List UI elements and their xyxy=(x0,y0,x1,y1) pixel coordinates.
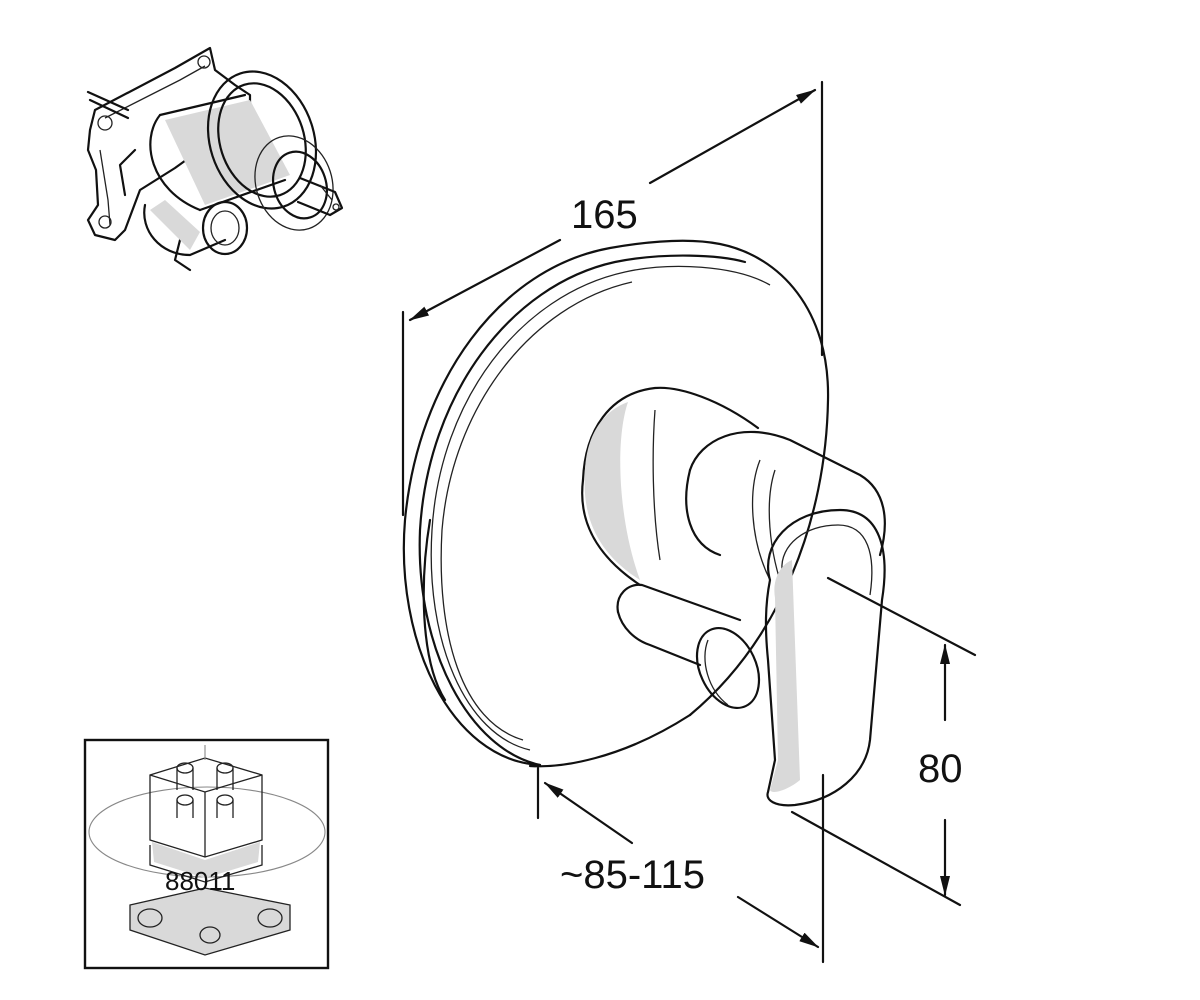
dim-80-extension-top xyxy=(826,576,977,657)
dim-165-arrow-left xyxy=(408,238,562,322)
valve-trim-illustration xyxy=(402,239,886,807)
dim-165-label: 165 xyxy=(571,193,638,237)
inset-box: 88011 xyxy=(83,738,330,970)
rough-in-valve-illustration xyxy=(86,46,344,272)
dim-80-label: 80 xyxy=(918,747,963,791)
inset-part-number: 88011 xyxy=(165,866,235,896)
cartridge-studs xyxy=(176,762,234,818)
dim-165-arrow-right xyxy=(648,88,817,185)
dim-projection-arrow-right xyxy=(736,895,820,949)
dim-projection-arrow-left xyxy=(543,781,634,845)
dim-80-extension-bottom xyxy=(790,810,962,907)
dim-projection-label: ~85-115 xyxy=(560,853,705,897)
dimension-lines: 165 80 ~85-115 xyxy=(401,80,977,964)
